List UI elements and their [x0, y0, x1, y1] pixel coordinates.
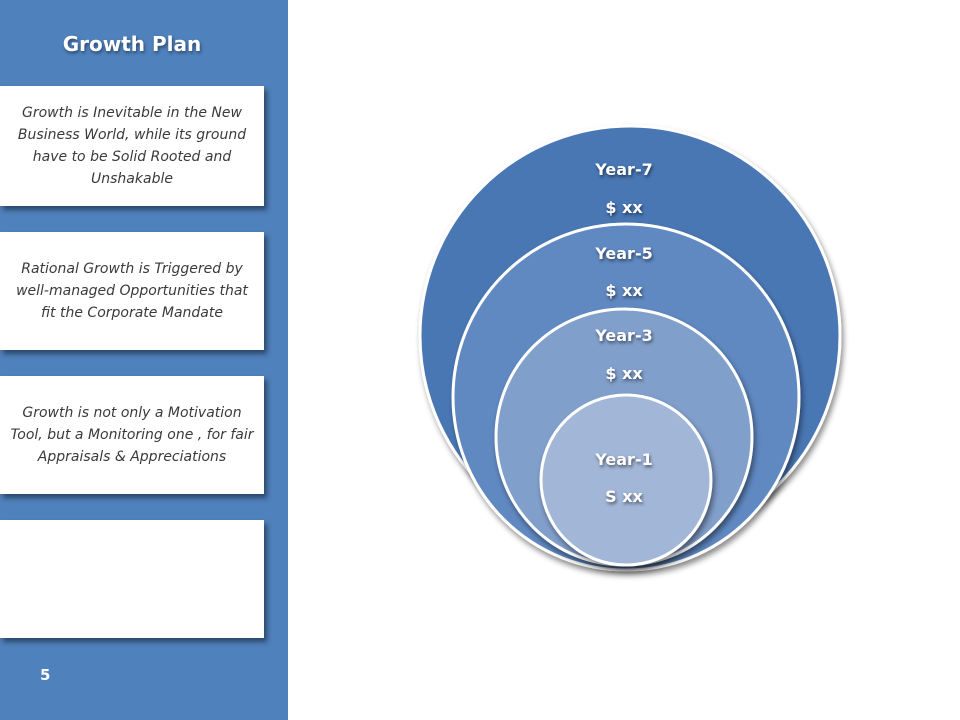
ring-year-label: Year-3 [595, 326, 653, 345]
ring-amount-label: $ xx [605, 198, 643, 217]
info-card-2: Rational Growth is Triggered by well-man… [0, 232, 264, 350]
ring-amount-label: $ xx [605, 364, 643, 383]
ring-year-label: Year-5 [595, 244, 653, 263]
ring-amount-label: $ xx [605, 281, 643, 300]
card-text: Growth is Inevitable in the New Business… [17, 105, 247, 187]
info-card-4-empty [0, 520, 264, 638]
ring-year-label: Year-1 [595, 450, 653, 469]
ring-amount-label: S xx [605, 487, 643, 506]
page-number: 5 [40, 666, 51, 684]
sidebar: Growth Plan Growth is Inevitable in the … [0, 0, 288, 720]
info-card-1: Growth is Inevitable in the New Business… [0, 86, 264, 206]
ring-year-1 [539, 393, 713, 567]
card-text: Growth is not only a Motivation Tool, bu… [10, 405, 254, 465]
info-card-3: Growth is not only a Motivation Tool, bu… [0, 376, 264, 494]
rings-graphic [418, 124, 842, 572]
ring-year-label: Year-7 [595, 160, 653, 179]
page-title: Growth Plan [62, 32, 202, 56]
card-text: Rational Growth is Triggered by well-man… [16, 261, 248, 321]
growth-rings-diagram: Year-7 $ xx Year-5 $ xx Year-3 $ xx Year… [380, 120, 880, 590]
